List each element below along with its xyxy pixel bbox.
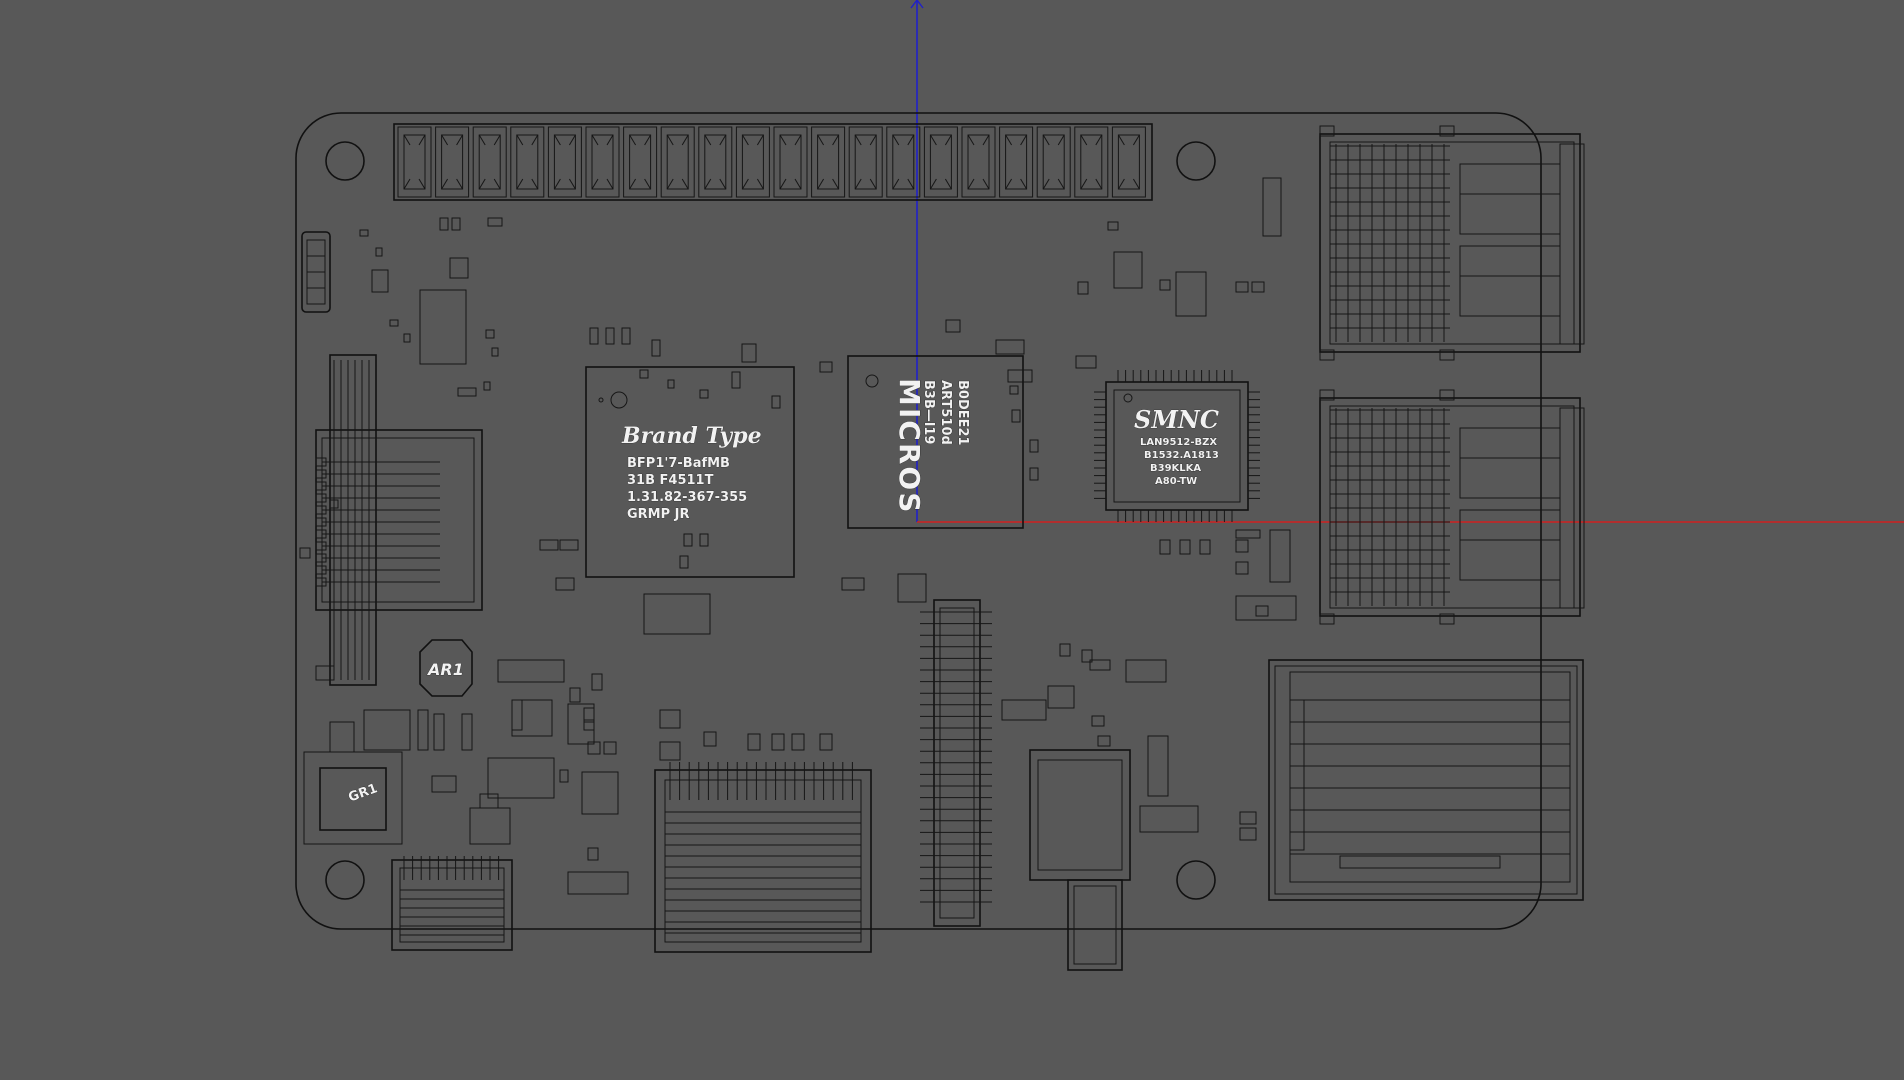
hdmi-connector xyxy=(654,762,872,953)
y-axis-arrow-icon xyxy=(910,0,924,9)
chip-brand-line-2: 31B F4511T xyxy=(627,473,714,488)
audio-jack xyxy=(1029,749,1131,971)
chip-brand-line-3: 1.31.82-367-355 xyxy=(627,490,747,505)
component-gr1-label: GR1 xyxy=(347,781,380,805)
display-connector xyxy=(301,231,331,313)
gpio-header xyxy=(393,123,1153,201)
power-connector xyxy=(391,856,513,951)
chip-smnc-line-3: B39KLKA xyxy=(1150,463,1201,474)
chip-smnc-line-4: A80-TW xyxy=(1155,476,1197,487)
pcb-board-outline xyxy=(295,112,1542,930)
chip-brand-type: Brand Type BFP1'7-BafMB 31B F4511T 1.31.… xyxy=(585,366,795,578)
chip-micros-line-2: ART510d xyxy=(938,380,953,445)
component-ar1-label: AR1 xyxy=(426,660,464,679)
mounting-hole-bottom-right xyxy=(1176,860,1216,900)
mounting-hole-top-right xyxy=(1176,141,1216,181)
component-ar1: AR1 xyxy=(419,639,473,697)
chip-micros: MICROS B3B—l19 ART510d B0DEE21 xyxy=(847,355,1024,529)
chip-micros-title: MICROS xyxy=(893,378,926,514)
chip-brand-line-4: GRMP JR xyxy=(627,507,690,522)
smd-components xyxy=(299,177,1297,895)
chip-smnc-line-1: LAN9512-BZX xyxy=(1140,437,1217,448)
component-gr1: GR1 xyxy=(303,751,403,845)
chip-micros-line-3: B0DEE21 xyxy=(955,380,970,446)
usb-port-bottom xyxy=(1319,389,1585,625)
chip-brand-line-1: BFP1'7-BafMB xyxy=(627,456,730,471)
chip-smnc-title: SMNC xyxy=(1134,405,1219,434)
mounting-hole-bottom-left xyxy=(325,860,365,900)
sd-card-slot xyxy=(315,354,483,686)
ethernet-jack xyxy=(1268,659,1584,901)
chip-brand-title: Brand Type xyxy=(621,423,762,449)
chip-smnc: SMNC LAN9512-BZX B1532.A1813 B39KLKA A80… xyxy=(1094,370,1260,522)
mounting-hole-top-left xyxy=(325,141,365,181)
camera-connector xyxy=(920,599,992,927)
chip-smnc-line-2: B1532.A1813 xyxy=(1144,450,1219,461)
usb-port-top xyxy=(1319,125,1585,361)
chip-micros-line-1: B3B—l19 xyxy=(921,380,936,444)
